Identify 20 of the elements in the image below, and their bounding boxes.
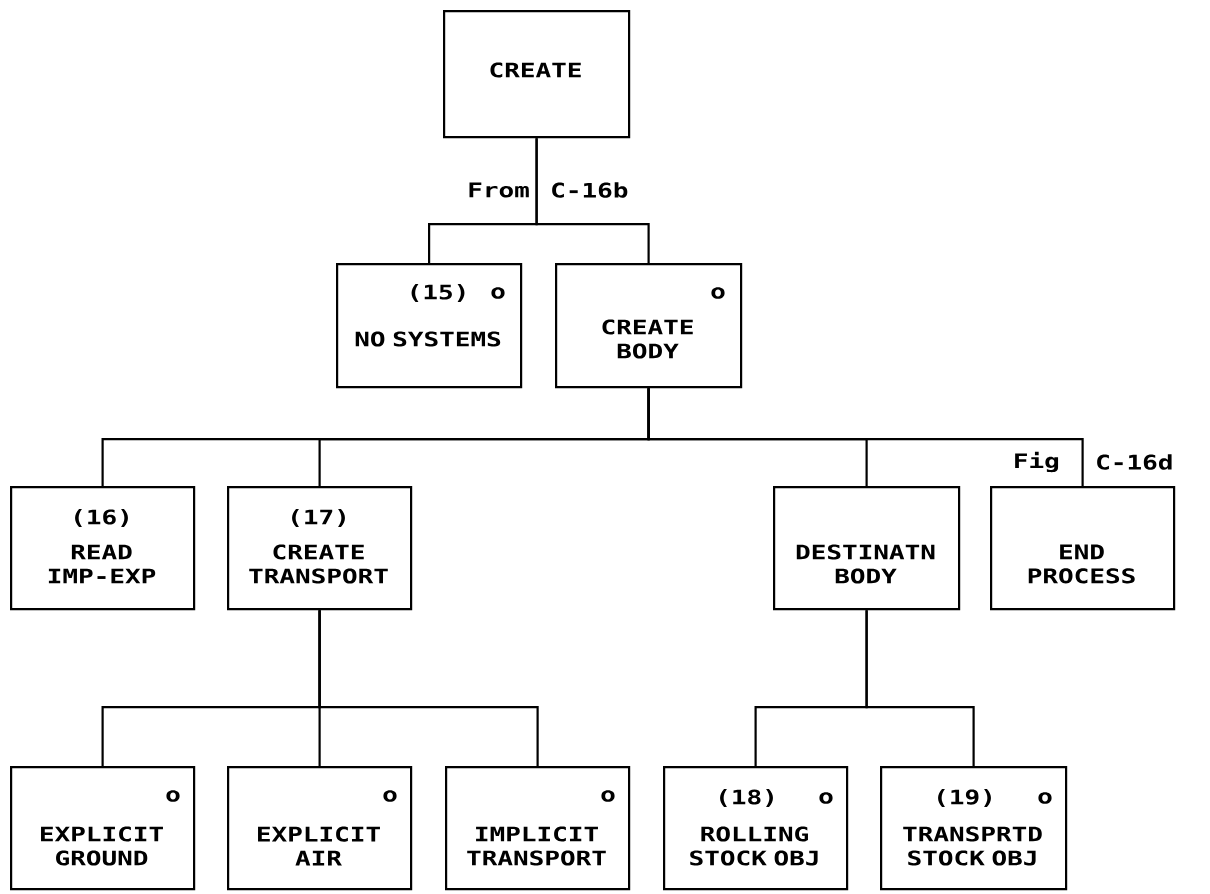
reference-label: Fig [1015, 451, 1059, 473]
reference-label: C-16b [552, 182, 628, 198]
connector-line [865, 610, 975, 766]
process-box: CREATE [443, 10, 631, 139]
reference-label: From [469, 182, 529, 198]
connector-line [535, 138, 650, 263]
process-box: (19) o TRANSPRTD STOCK OBJ [880, 766, 1068, 891]
reference-label: C-16d [1097, 454, 1172, 470]
process-box: (16) READ IMP-EXP [10, 486, 196, 611]
process-box: DESTINATN BODY [773, 486, 961, 611]
connector-line [647, 388, 1084, 486]
process-box: o IMPLICIT TRANSPORT [445, 766, 631, 891]
process-box: END PROCESS [990, 486, 1176, 611]
process-box: (18) o ROLLING STOCK OBJ [663, 766, 849, 891]
process-box: o EXPLICIT GROUND [10, 766, 196, 891]
connector-line [318, 610, 539, 766]
process-box: (17) CREATE TRANSPORT [227, 486, 413, 611]
process-box: (15) o NO SYSTEMS [336, 263, 523, 389]
process-box: o CREATE BODY [555, 263, 743, 389]
process-box: o EXPLICIT AIR [227, 766, 413, 891]
